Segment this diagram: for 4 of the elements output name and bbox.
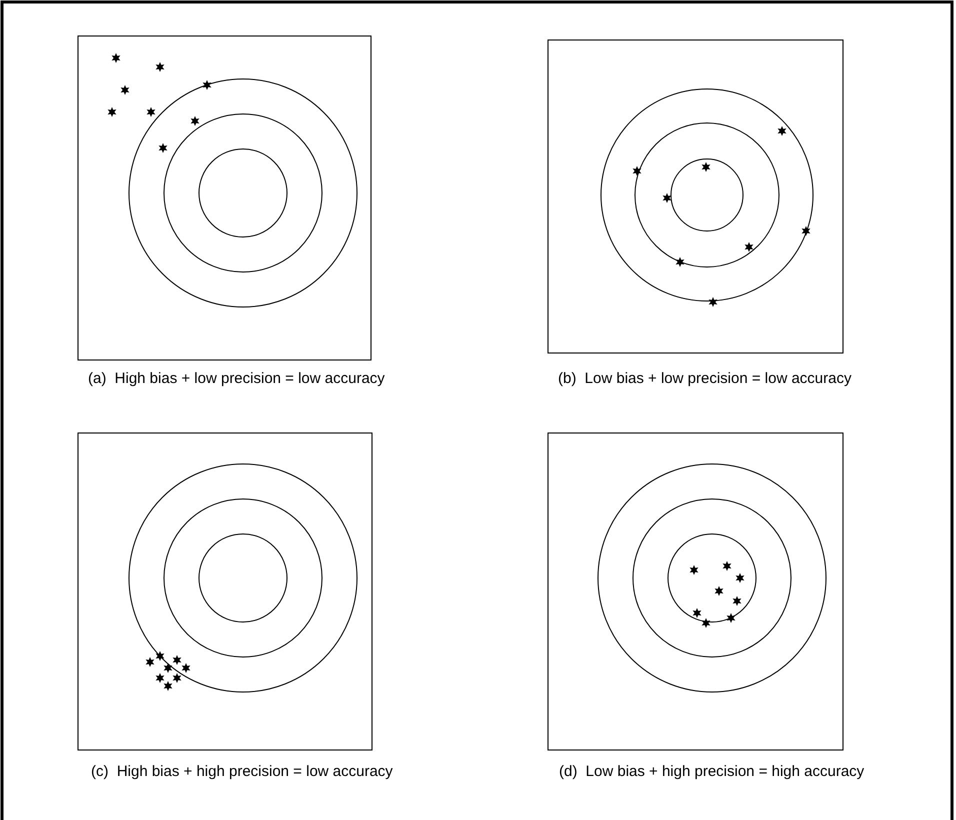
caption: (a) High bias + low precision = low accuracy [88,370,385,388]
caption: (b) Low bias + low precision = low accuracy [558,370,852,388]
caption: (d) Low bias + high precision = high accuracy [559,763,864,781]
caption: (c) High bias + high precision = low accuracy [91,763,393,781]
